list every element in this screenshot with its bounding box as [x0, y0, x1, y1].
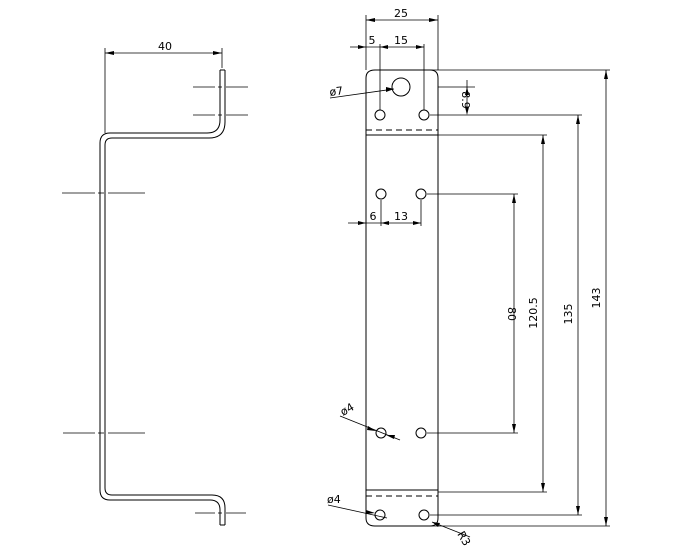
hole-mid-upper-left	[375, 188, 387, 200]
hole-bottom-left	[374, 509, 386, 521]
hole-mid-lower-right	[415, 427, 427, 439]
mid-edge-offset-label: 6	[370, 210, 377, 223]
side-centerlines	[62, 86, 248, 514]
edge-offset-label: 5	[369, 34, 376, 47]
bottom-hole-dia-label: ø4	[327, 493, 341, 506]
hole-pitch-dimension: 80	[427, 193, 518, 434]
corner-radius-callout: R3	[431, 521, 473, 548]
front-width-label: 25	[394, 7, 408, 20]
hole-bottom-right	[418, 509, 430, 521]
side-view: 40	[62, 40, 248, 526]
hole-top-right	[418, 109, 430, 121]
mid-hole-dia-label: ø4	[338, 400, 356, 418]
bracket-profile-inner	[104, 70, 226, 525]
large-hole-callout: ø7	[329, 84, 395, 99]
large-hole-dia-label: ø7	[329, 84, 344, 99]
mid-hole-spacing-dimension: 6 13	[348, 200, 422, 226]
hole-top-left	[374, 109, 386, 121]
corner-radius-label: R3	[454, 529, 473, 548]
top-hole-spacing-dimension: 5 15	[350, 34, 425, 110]
side-width-label: 40	[158, 40, 172, 53]
strip-outline	[365, 69, 439, 527]
bracket-profile-outer	[99, 70, 221, 525]
front-width-dimension: 25	[365, 7, 439, 70]
hole-span-dimension: 120.5	[438, 134, 547, 493]
hole-mid-lower-left	[375, 427, 387, 439]
hole-spacing-top-label: 15	[394, 34, 408, 47]
mid-hole-callout: ø4	[338, 400, 401, 441]
hole-pitch-label: 80	[505, 307, 518, 321]
hole-row-dimension: 135	[430, 115, 582, 516]
hole-row-label: 135	[562, 304, 575, 325]
top-hole-drop-dimension: 8.9	[430, 80, 582, 116]
bottom-hole-callout: ø4	[327, 493, 388, 519]
hole-mid-upper-right	[415, 188, 427, 200]
overall-length-label: 143	[590, 288, 603, 309]
side-width-dimension: 40	[104, 40, 223, 133]
top-hole-drop-label: 8.9	[459, 91, 472, 109]
front-view: 25 5 15 ø7 8.9	[327, 7, 610, 548]
overall-length-dimension: 143	[430, 69, 610, 527]
large-hole	[391, 77, 411, 97]
mid-hole-spacing-label: 13	[394, 210, 408, 223]
hole-span-label: 120.5	[527, 297, 540, 329]
